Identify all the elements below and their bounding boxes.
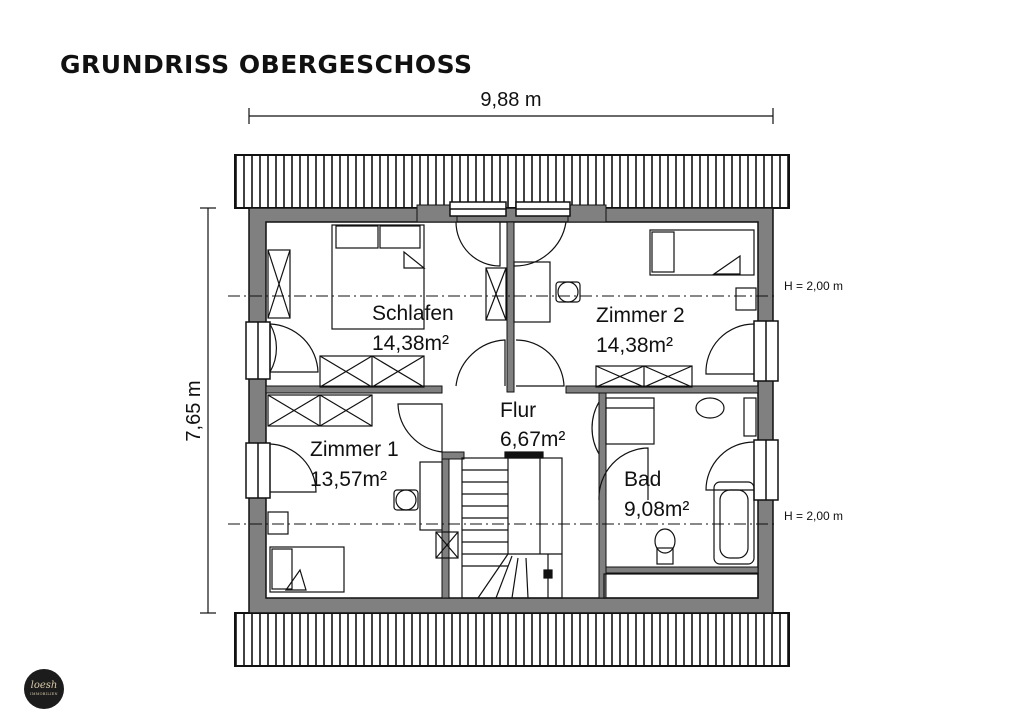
room-label-flur: Flur [500, 399, 536, 422]
room-label-bad: Bad [624, 468, 661, 491]
roof-top [234, 154, 790, 209]
height-mark-upper: H = 2,00 m [784, 279, 843, 293]
logo-subtext: IMMOBILIEN [30, 692, 58, 696]
logo-text: loesh [30, 680, 58, 691]
room-area-zimmer-1: 13,57m² [310, 468, 387, 491]
roof-bottom [234, 612, 790, 667]
interior-walls [265, 221, 759, 599]
room-area-flur: 6,67m² [500, 428, 565, 451]
beds [269, 224, 755, 593]
windows [245, 201, 779, 501]
staircase [461, 451, 563, 599]
height-label: 7,65 m [183, 380, 205, 441]
room-label-zimmer-2: Zimmer 2 [596, 304, 685, 327]
room-area-zimmer-2: 14,38m² [596, 334, 673, 357]
height-lines [228, 295, 776, 525]
width-dimension: 9,88 m [248, 89, 774, 124]
door-swings [269, 221, 755, 501]
height-mark-lower: H = 2,00 m [784, 509, 843, 523]
room-label-zimmer-1: Zimmer 1 [310, 438, 399, 461]
room-label-schlafen: Schlafen [372, 302, 454, 325]
room-area-bad: 9,08m² [624, 498, 689, 521]
height-dimension: 7,65 m [183, 207, 216, 614]
brand-logo: loesh IMMOBILIEN [24, 669, 64, 709]
wardrobes [267, 249, 693, 559]
furniture [267, 261, 759, 599]
room-area-schlafen: 14,38m² [372, 332, 449, 355]
width-label: 9,88 m [480, 89, 541, 111]
page-title: GRUNDRISS OBERGESCHOSS [60, 50, 473, 79]
